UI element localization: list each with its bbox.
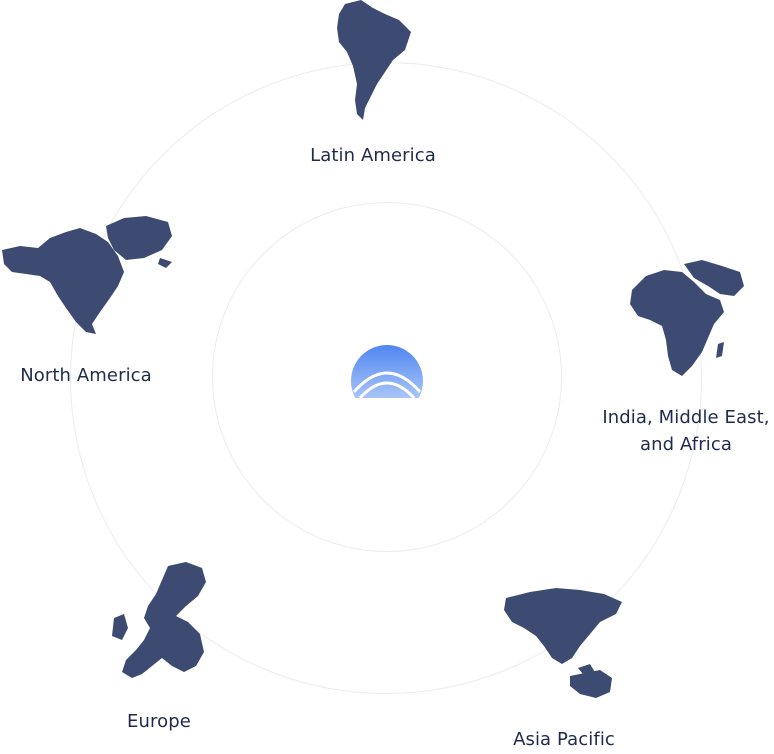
region-label: India, Middle East, bbox=[602, 407, 770, 428]
inner-orbit-ring bbox=[212, 202, 562, 552]
europe-map-icon bbox=[112, 562, 206, 678]
region-label: and Africa bbox=[640, 434, 732, 455]
region-label: Latin America bbox=[310, 145, 436, 166]
region-label: North America bbox=[20, 365, 152, 386]
asia-pacific-map-icon bbox=[504, 588, 622, 698]
north-america-map-icon bbox=[2, 216, 172, 334]
brand-logo-icon bbox=[351, 345, 423, 398]
south-america-map-icon bbox=[337, 0, 411, 120]
africa-middle-east-map-icon bbox=[630, 260, 744, 376]
region-label: Asia Pacific bbox=[513, 729, 615, 750]
region-label: Europe bbox=[127, 711, 191, 732]
